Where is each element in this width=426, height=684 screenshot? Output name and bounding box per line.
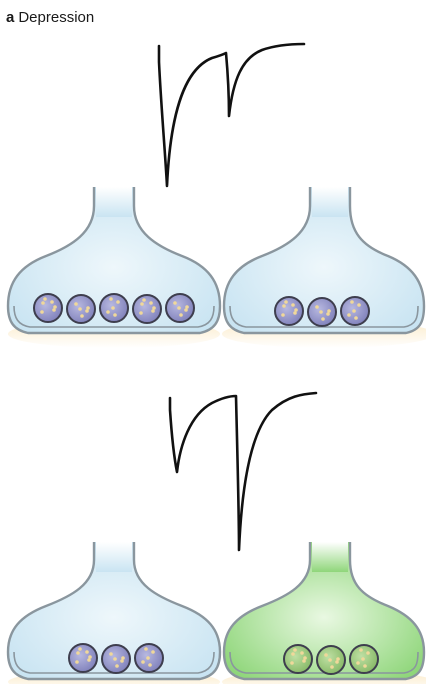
neurotransmitter-dot: [106, 310, 110, 314]
neurotransmitter-dot: [359, 648, 363, 652]
neurotransmitter-dot: [113, 313, 117, 317]
neurotransmitter-dot: [300, 651, 304, 655]
synaptic-vesicle: [308, 298, 336, 326]
neurotransmitter-dot: [139, 311, 143, 315]
neurotransmitter-dot: [291, 303, 295, 307]
neurotransmitter-dot: [291, 652, 295, 656]
neurotransmitter-dot: [40, 310, 44, 314]
presynaptic-terminal-top-left: [8, 187, 220, 348]
terminal-neck-highlight: [96, 542, 132, 572]
neurotransmitter-dot: [144, 647, 148, 651]
vesicle-membrane: [133, 295, 161, 323]
synaptic-vesicle: [317, 646, 345, 674]
neurotransmitter-dot: [43, 297, 47, 301]
synaptic-vesicle: [275, 297, 303, 325]
neurotransmitter-dot: [281, 313, 285, 317]
synaptic-vesicle: [102, 645, 130, 673]
neurotransmitter-dot: [356, 661, 360, 665]
neurotransmitter-dot: [336, 657, 340, 661]
neurotransmitter-dot: [75, 660, 79, 664]
neurotransmitter-dot: [140, 302, 144, 306]
synaptic-vesicle: [135, 644, 163, 672]
vesicle-membrane: [284, 645, 312, 673]
neurotransmitter-dot: [321, 317, 325, 321]
neurotransmitter-dot: [290, 661, 294, 665]
neurotransmitter-dot: [330, 665, 334, 669]
synaptic-vesicle: [350, 645, 378, 673]
neurotransmitter-dot: [152, 306, 156, 310]
neurotransmitter-dot: [141, 660, 145, 664]
neurotransmitter-dot: [363, 664, 367, 668]
neurotransmitter-dot: [151, 650, 155, 654]
neurotransmitter-dot: [50, 300, 54, 304]
neurotransmitter-dot: [78, 307, 82, 311]
neurotransmitter-dot: [284, 300, 288, 304]
vesicle-membrane: [69, 644, 97, 672]
neurotransmitter-dot: [366, 651, 370, 655]
epsc-trace-bottom: [170, 393, 316, 550]
neurotransmitter-dot: [185, 305, 189, 309]
synaptic-vesicle: [341, 297, 369, 325]
neurotransmitter-dot: [53, 305, 57, 309]
neurotransmitter-dot: [146, 656, 150, 660]
neurotransmitter-dot: [327, 309, 331, 313]
neurotransmitter-dot: [149, 301, 153, 305]
neurotransmitter-dot: [76, 651, 80, 655]
neurotransmitter-dot: [88, 655, 92, 659]
epsc-trace-top: [159, 44, 304, 186]
neurotransmitter-dot: [85, 650, 89, 654]
neurotransmitter-dot: [109, 652, 113, 656]
neurotransmitter-dot: [148, 663, 152, 667]
neurotransmitter-dot: [41, 301, 45, 305]
neurotransmitter-dot: [347, 313, 351, 317]
neurotransmitter-dot: [142, 298, 146, 302]
neurotransmitter-dot: [350, 300, 354, 304]
neurotransmitter-dot: [121, 656, 125, 660]
neurotransmitter-dot: [80, 314, 84, 318]
neurotransmitter-dot: [328, 658, 332, 662]
neurotransmitter-dot: [109, 297, 113, 301]
neurotransmitter-dot: [179, 313, 183, 317]
synaptic-vesicle: [100, 294, 128, 322]
neurotransmitter-dot: [113, 657, 117, 661]
vesicle-membrane: [275, 297, 303, 325]
synaptic-vesicle: [133, 295, 161, 323]
neurotransmitter-dot: [354, 316, 358, 320]
neurotransmitter-dot: [78, 647, 82, 651]
synaptic-vesicle: [34, 294, 62, 322]
synaptic-vesicle: [67, 295, 95, 323]
terminal-neck-highlight: [96, 187, 132, 217]
neurotransmitter-dot: [357, 303, 361, 307]
terminal-neck-highlight: [312, 187, 348, 217]
neurotransmitter-dot: [293, 648, 297, 652]
synaptic-vesicle: [284, 645, 312, 673]
neurotransmitter-dot: [173, 301, 177, 305]
neurotransmitter-dot: [303, 656, 307, 660]
terminal-neck-highlight: [312, 542, 348, 572]
synaptic-vesicle: [166, 294, 194, 322]
neurotransmitter-dot: [361, 657, 365, 661]
neurotransmitter-dot: [86, 306, 90, 310]
vesicle-membrane: [34, 294, 62, 322]
neurotransmitter-dot: [115, 664, 119, 668]
neurotransmitter-dot: [111, 306, 115, 310]
synaptic-vesicle: [69, 644, 97, 672]
neurotransmitter-dot: [319, 310, 323, 314]
neurotransmitter-dot: [282, 304, 286, 308]
neurotransmitter-dot: [352, 309, 356, 313]
neurotransmitter-dot: [116, 300, 120, 304]
neurotransmitter-dot: [324, 653, 328, 657]
neurotransmitter-dot: [315, 305, 319, 309]
neurotransmitter-dot: [74, 302, 78, 306]
neurotransmitter-dot: [294, 308, 298, 312]
neurotransmitter-dot: [177, 306, 181, 310]
